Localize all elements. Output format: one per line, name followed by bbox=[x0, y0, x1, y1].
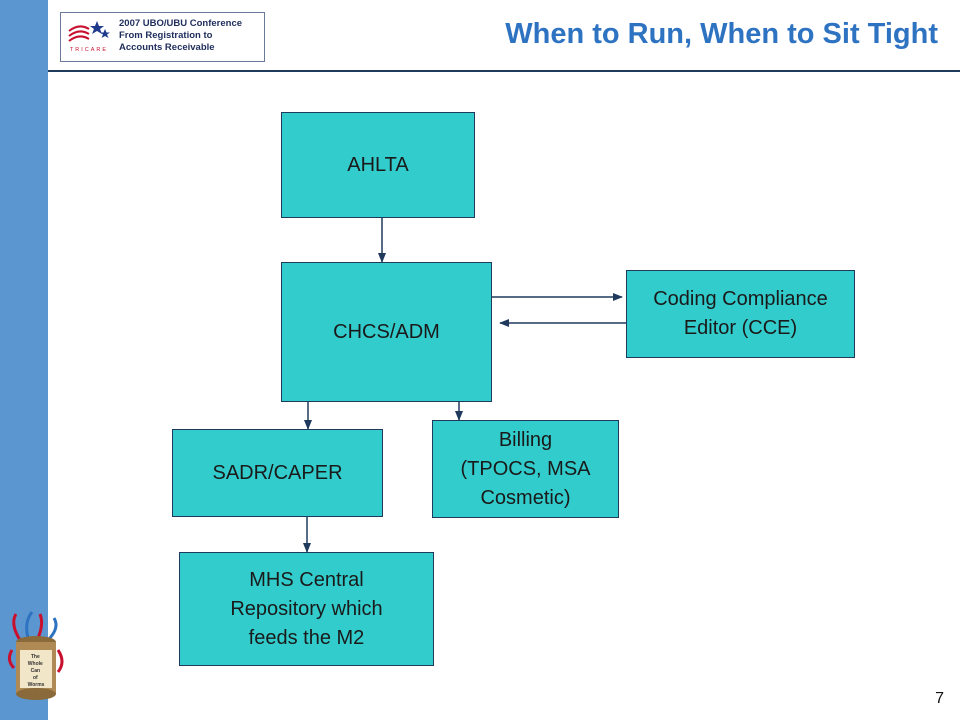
mascot-label-line: Can bbox=[31, 668, 40, 674]
node-label: CHCS/ADM bbox=[333, 320, 440, 343]
conference-line: From Registration to bbox=[119, 30, 213, 41]
slide-title: When to Run, When to Sit Tight bbox=[505, 18, 938, 50]
node-label: MHS Central Repository which feeds the M… bbox=[230, 568, 383, 649]
header-rule bbox=[48, 70, 960, 72]
tricare-logo-icon: TRICARE bbox=[68, 21, 110, 53]
node-mhs-central-repository: MHS Central Repository which feeds the M… bbox=[179, 552, 434, 666]
can-of-worms-mascot-icon: The Whole Can of Worms bbox=[7, 611, 64, 700]
mascot-label-line: Whole bbox=[28, 661, 43, 667]
conference-logo: TRICARE 2007 UBO/UBU Conference From Reg… bbox=[60, 12, 265, 62]
mascot-label-line: Worms bbox=[28, 682, 45, 688]
conference-caption: 2007 UBO/UBU Conference From Registratio… bbox=[119, 18, 264, 54]
sidebar-strip bbox=[0, 0, 48, 720]
conference-line: 2007 UBO/UBU Conference bbox=[119, 18, 243, 29]
node-label: AHLTA bbox=[347, 153, 409, 176]
node-billing: Billing (TPOCS, MSA Cosmetic) bbox=[432, 420, 619, 518]
node-label: Coding Compliance Editor (CCE) bbox=[653, 288, 828, 339]
node-chcs-adm: CHCS/ADM bbox=[281, 262, 492, 402]
node-ahlta: AHLTA bbox=[281, 112, 475, 218]
node-label: SADR/CAPER bbox=[212, 461, 343, 484]
conference-line: Accounts Receivable bbox=[119, 42, 215, 53]
node-sadr-caper: SADR/CAPER bbox=[172, 429, 383, 517]
mascot-label-line: The bbox=[31, 654, 40, 660]
node-label: Billing (TPOCS, MSA Cosmetic) bbox=[460, 428, 591, 509]
page-number: 7 bbox=[935, 690, 944, 707]
svg-text:The Whole Can of: The Whole Can of Worms bbox=[28, 654, 45, 688]
tricare-wordmark: TRICARE bbox=[70, 47, 108, 53]
mascot-label-line: of bbox=[33, 675, 38, 681]
node-coding-compliance-editor: Coding Compliance Editor (CCE) bbox=[626, 270, 855, 358]
